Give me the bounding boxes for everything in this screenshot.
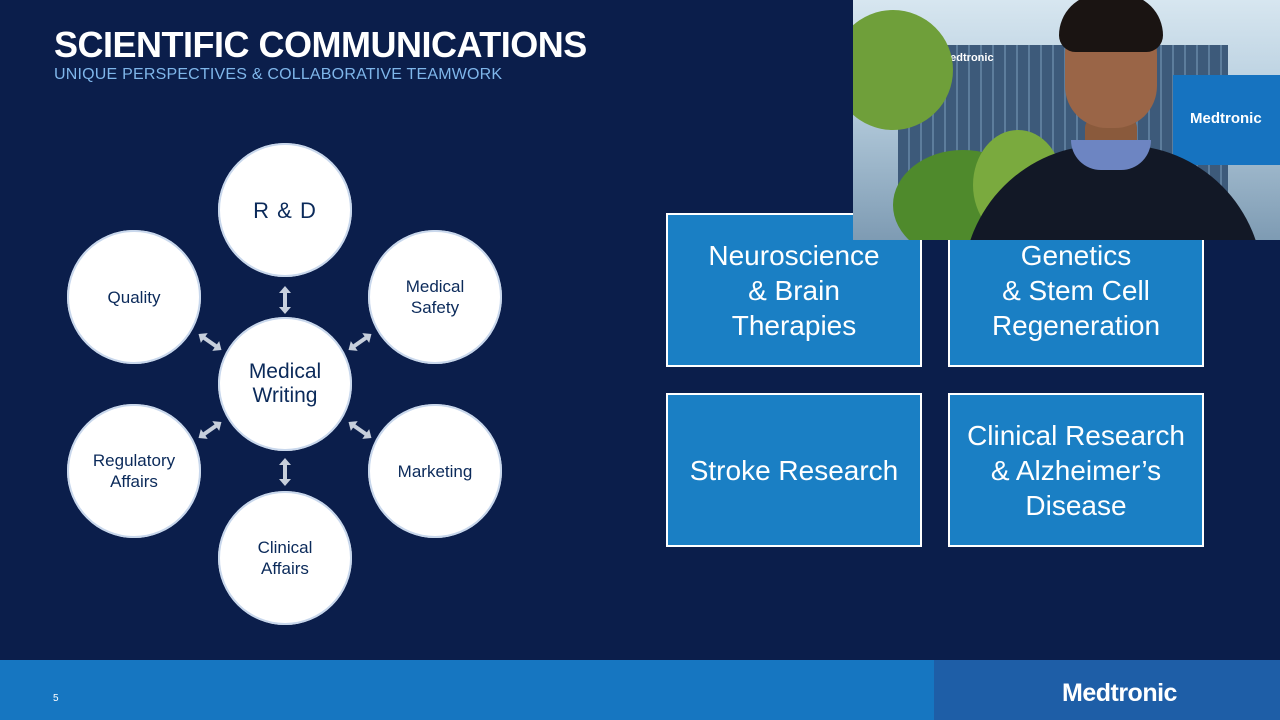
node-marketing: Marketing	[368, 404, 502, 538]
node-medical-safety: Medical Safety	[368, 230, 502, 364]
arrow-bottom-left	[195, 417, 225, 443]
arrow-bottom-right	[345, 417, 375, 443]
presenter-hair	[1059, 0, 1163, 52]
brand-panel	[1173, 75, 1280, 165]
arrow-bottom	[279, 458, 291, 486]
slide-subtitle: UNIQUE PERSPECTIVES & COLLABORATIVE TEAM…	[54, 66, 503, 83]
medtronic-logo: Medtronic	[1062, 679, 1177, 707]
node-quality: Quality	[67, 230, 201, 364]
node-regulatory-affairs: Regulatory Affairs	[67, 404, 201, 538]
box-stroke-research: Stroke Research	[666, 393, 922, 547]
arrow-top-left	[195, 329, 225, 355]
node-clinical-affairs: Clinical Affairs	[218, 491, 352, 625]
building-sign: Medtronic	[941, 52, 994, 64]
footer-bar-right	[934, 660, 1280, 720]
box-clinical-research: Clinical Research & Alzheimer’s Disease	[948, 393, 1204, 547]
wall-sign: Medtronic	[1190, 110, 1262, 127]
webcam-video-overlay[interactable]: Medtronic Medtronic	[853, 0, 1280, 240]
footer-bar-left	[0, 660, 934, 720]
tree-image	[853, 10, 953, 130]
page-number: 5	[53, 693, 59, 704]
node-medical-writing: Medical Writing	[218, 317, 352, 451]
node-rd: R & D	[218, 143, 352, 277]
slide-title: SCIENTIFIC COMMUNICATIONS	[54, 24, 587, 65]
arrow-top-right	[345, 329, 375, 355]
arrow-top	[279, 286, 291, 314]
